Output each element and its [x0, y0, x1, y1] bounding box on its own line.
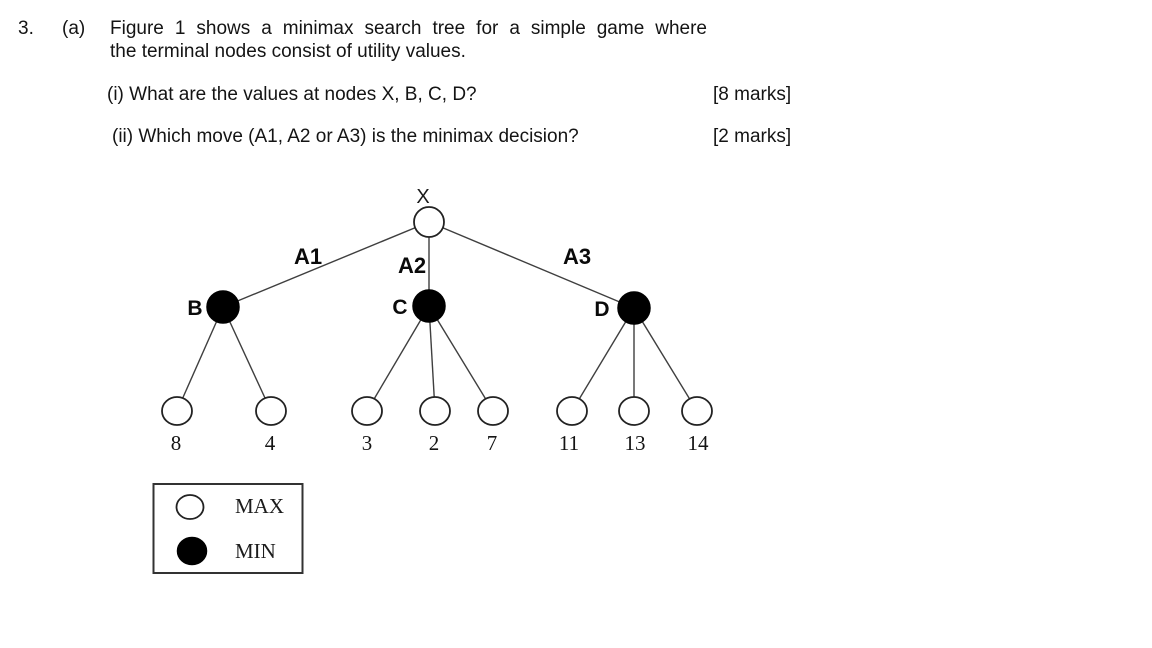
edge-C-leaf3 [366, 305, 430, 412]
move-label-A2: A2 [398, 253, 426, 278]
edge-X-B [222, 221, 430, 308]
subquestion-i-text: (i) What are the values at nodes X, B, C… [107, 84, 477, 105]
legend-max-circle-icon [175, 494, 205, 520]
leaf-value: 14 [688, 431, 710, 455]
leaf-node-11 [556, 396, 588, 426]
leaf-node-4 [255, 396, 287, 426]
move-label-A3: A3 [563, 244, 591, 269]
legend-max-label: MAX [235, 494, 284, 518]
leaf-node-3 [351, 396, 383, 426]
node-label-C: C [392, 296, 407, 319]
legend: MAX MIN [152, 483, 304, 574]
leaf-value: 3 [362, 431, 373, 455]
question-intro-line1: Figure 1 shows a minimax search tree for… [110, 18, 707, 39]
node-label-B: B [187, 297, 202, 320]
question-number: 3. [18, 18, 34, 39]
leaf-node-8 [161, 396, 193, 426]
node-label-X: X [416, 186, 429, 208]
max-node-X [413, 206, 445, 238]
edge-C-leaf2 [428, 305, 436, 412]
leaf-node-14 [681, 396, 713, 426]
leaf-node-13 [618, 396, 650, 426]
edge-B-leaf4 [222, 306, 272, 412]
move-label-A1: A1 [294, 244, 322, 269]
question-part-label: (a) [62, 18, 86, 39]
node-label-D: D [594, 298, 609, 321]
min-node-C [412, 289, 446, 323]
edge-B-leaf8 [176, 306, 224, 412]
leaf-value: 7 [487, 431, 498, 455]
tree-nodes [161, 206, 713, 426]
leaf-value: 8 [171, 431, 182, 455]
leaf-node-2 [419, 396, 451, 426]
leaf-value: 11 [559, 431, 579, 455]
subquestion-i-marks: [8 marks] [713, 84, 792, 105]
edge-D-leaf14 [633, 307, 698, 412]
leaf-value: 4 [265, 431, 276, 455]
edge-D-leaf11 [571, 307, 635, 412]
min-node-B [206, 290, 240, 324]
legend-min-label: MIN [235, 539, 276, 563]
subquestion-ii-marks: [2 marks] [713, 126, 792, 147]
leaf-value: 13 [625, 431, 646, 455]
tree-edges [176, 221, 698, 412]
legend-min-circle-icon [176, 536, 208, 566]
min-node-D [617, 291, 651, 325]
leaf-value: 2 [429, 431, 440, 455]
edge-X-D [428, 221, 635, 309]
subquestion-ii-text: (ii) Which move (A1, A2 or A3) is the mi… [112, 126, 579, 147]
edge-C-leaf7 [428, 305, 494, 412]
question-intro-line2: the terminal nodes consist of utility va… [110, 41, 466, 62]
leaf-node-7 [477, 396, 509, 426]
legend-box [152, 483, 304, 574]
